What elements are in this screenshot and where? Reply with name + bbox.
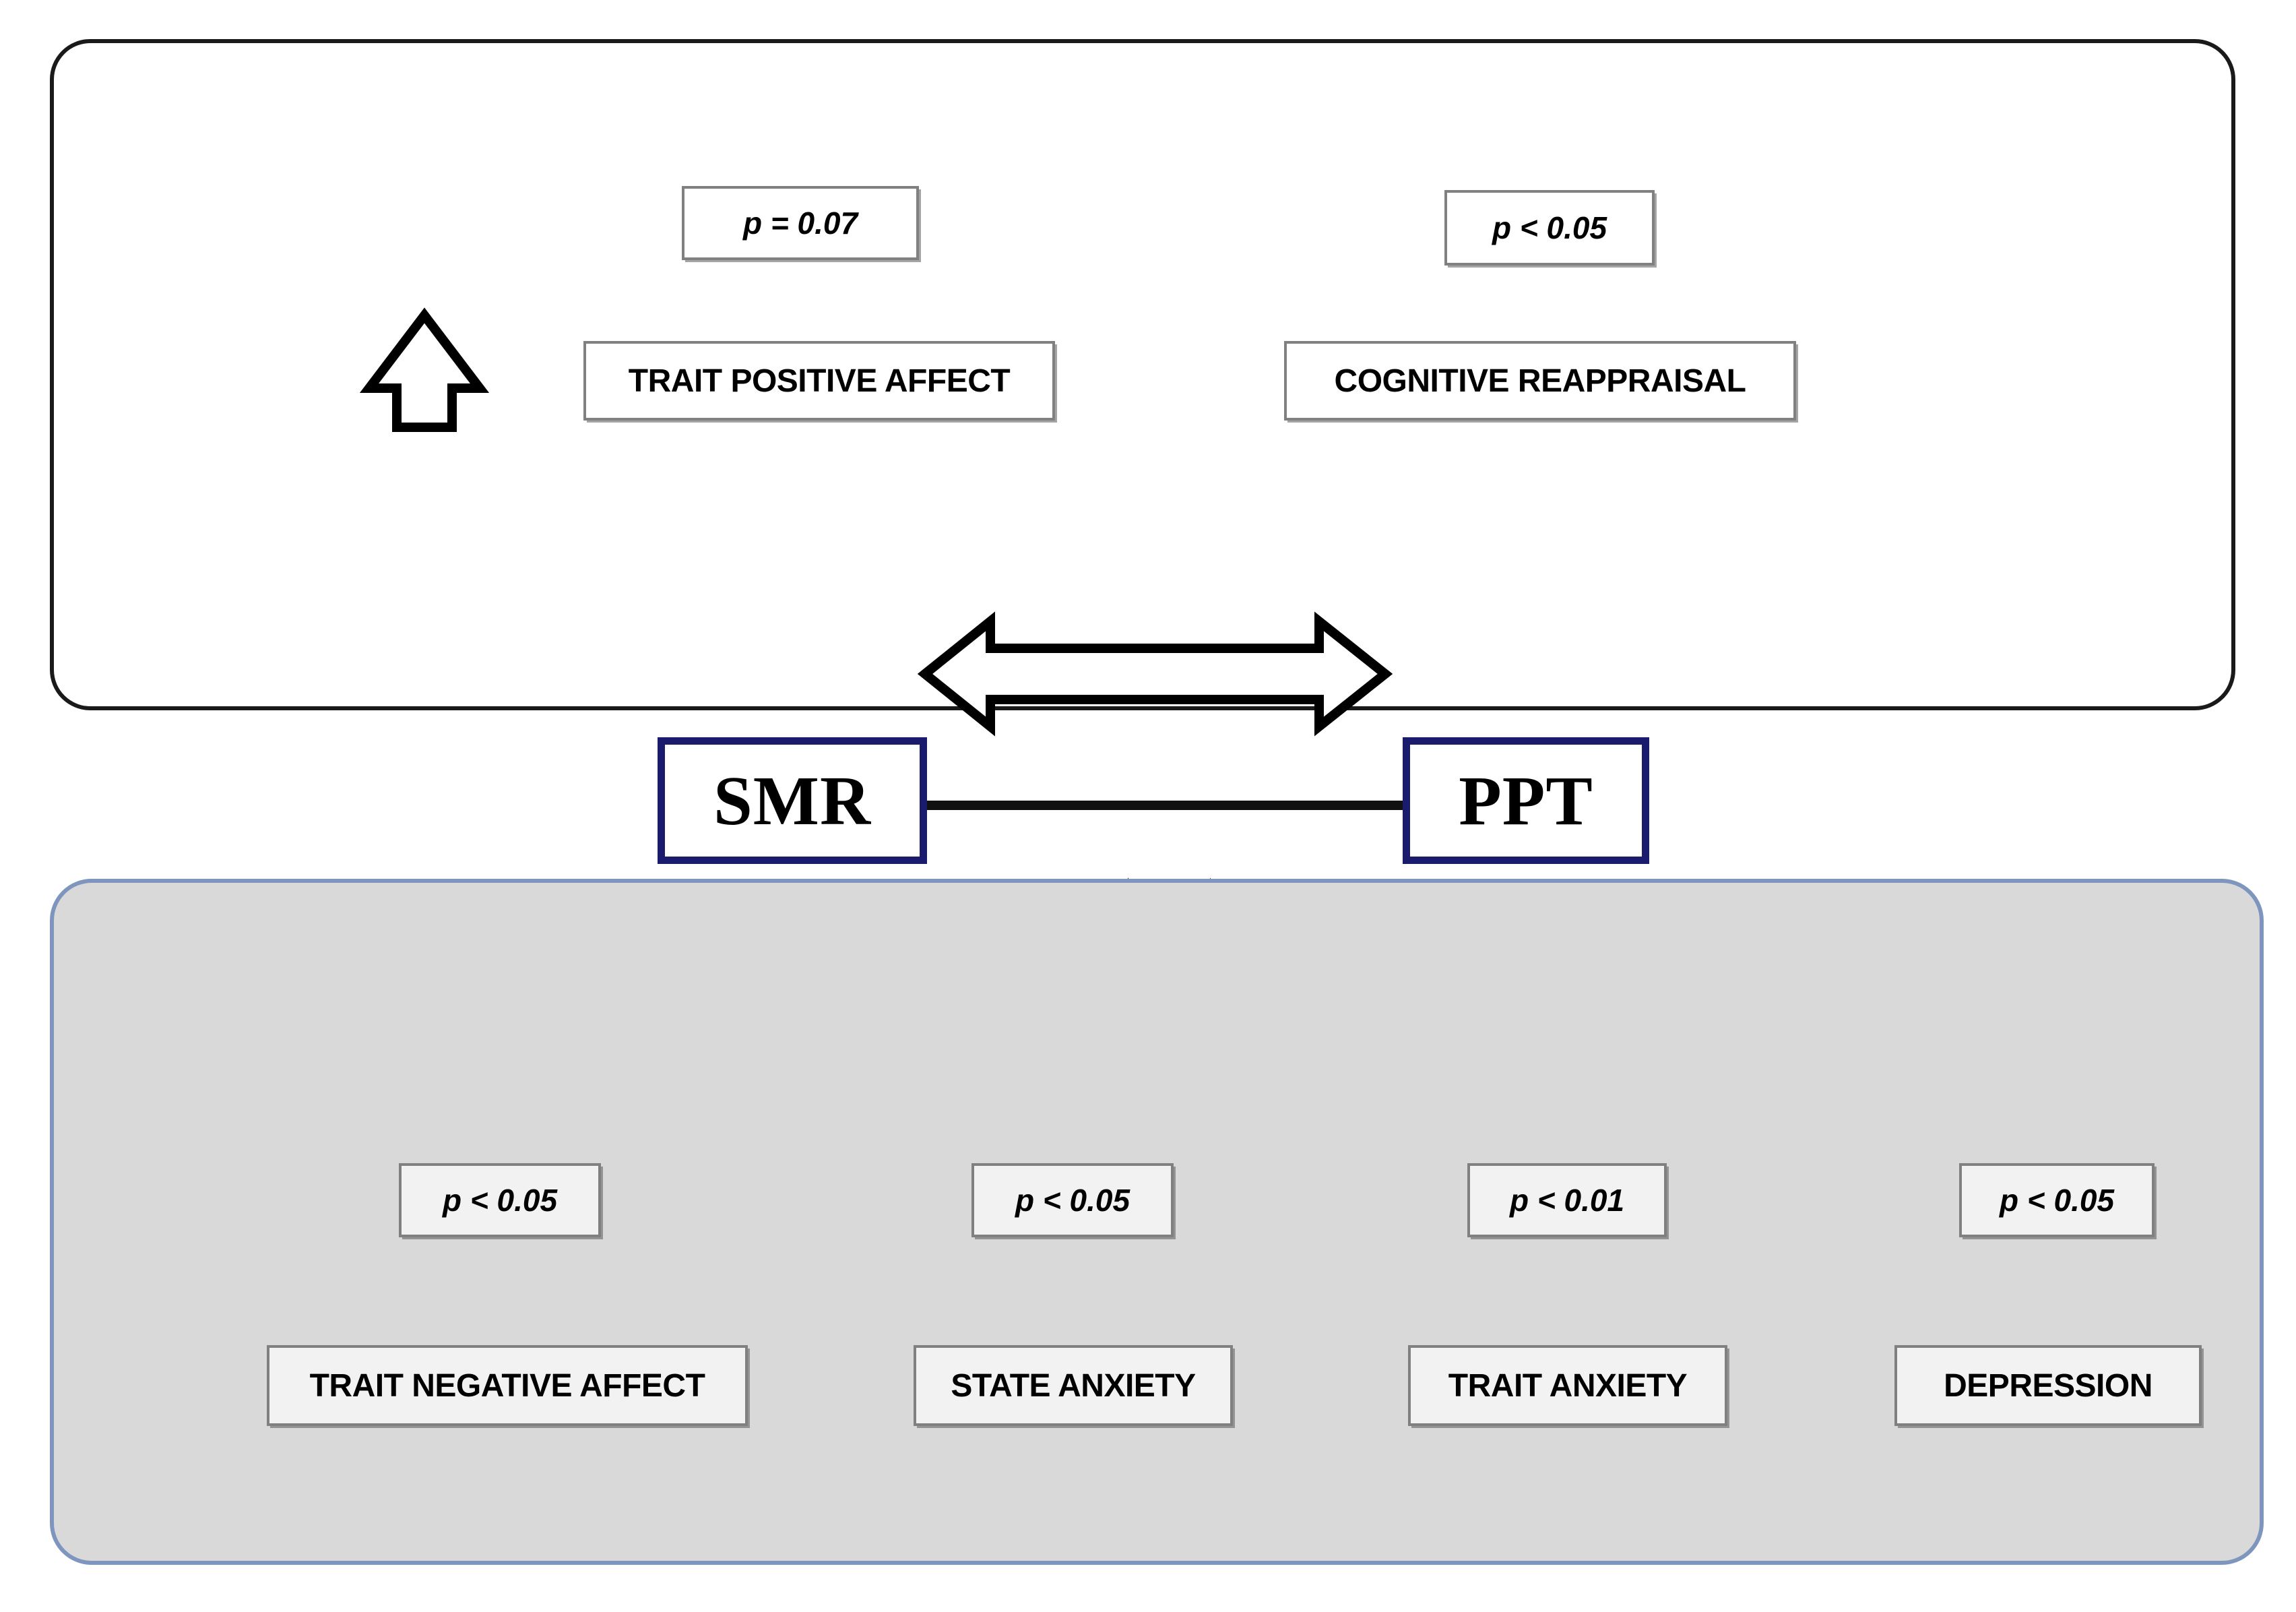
- p-value-box-trait-anxiety: p < 0.01: [1467, 1163, 1667, 1237]
- smr-ppt-connector-line: [927, 801, 1403, 810]
- p-value-box-cognitive-reappraisal: p < 0.05: [1444, 190, 1655, 266]
- node-cognitive-reappraisal: COGNITIVE REAPPRAISAL: [1284, 341, 1796, 421]
- p-value-box-trait-positive-affect: p = 0.07: [682, 186, 919, 260]
- p-value-box-state-anxiety: p < 0.05: [971, 1163, 1174, 1237]
- p-value-box-depression: p < 0.05: [1959, 1163, 2155, 1237]
- node-trait-negative-affect: TRAIT NEGATIVE AFFECT: [267, 1345, 748, 1426]
- node-smr: SMR: [658, 737, 927, 864]
- p-value-box-trait-negative-affect: p < 0.05: [399, 1163, 601, 1237]
- node-state-anxiety: STATE ANXIETY: [914, 1345, 1233, 1426]
- node-trait-anxiety: TRAIT ANXIETY: [1408, 1345, 1727, 1426]
- top-panel: [50, 39, 2235, 710]
- node-ppt: PPT: [1403, 737, 1649, 864]
- node-trait-positive-affect: TRAIT POSITIVE AFFECT: [583, 341, 1055, 421]
- node-depression: DEPRESSION: [1894, 1345, 2202, 1426]
